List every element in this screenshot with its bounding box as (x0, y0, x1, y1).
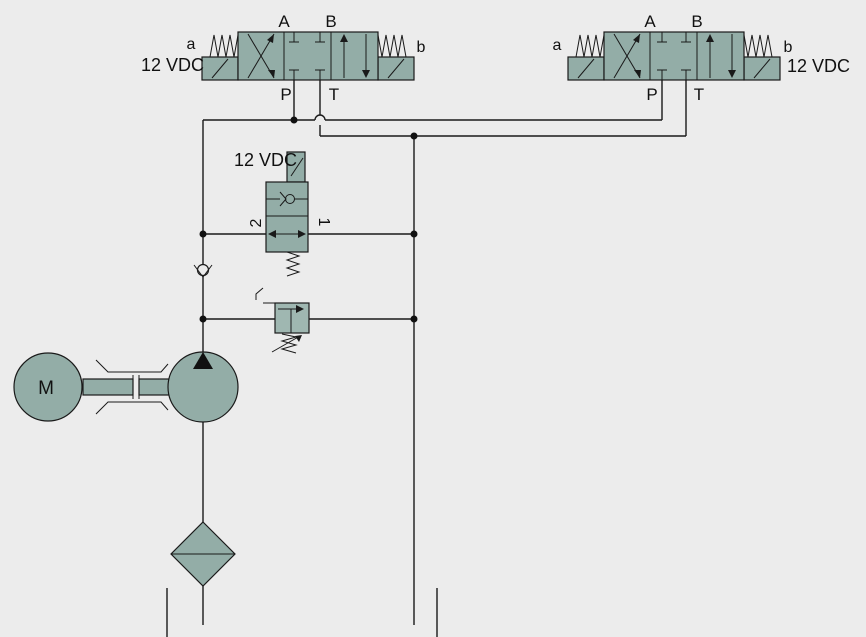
valve-left-port-a: A (278, 12, 290, 31)
valve-left-voltage: 12 VDC (141, 55, 204, 75)
coupling (82, 359, 170, 415)
valve-right-voltage: 12 VDC (787, 56, 850, 76)
unload-valve-position-1: 1 (315, 218, 332, 227)
hydraulic-pump (167, 351, 239, 423)
valve-left-solenoid-a: a (187, 36, 196, 53)
motor (13, 352, 83, 422)
check-valve (193, 263, 213, 278)
valve-left-port-t: T (329, 85, 339, 104)
valve-right-port-a: A (644, 12, 656, 31)
unload-valve (265, 151, 309, 277)
valve-right-port-b: B (691, 12, 702, 31)
valve-right-solenoid-a: a (553, 37, 562, 54)
valve-right-port-t: T (694, 85, 704, 104)
motor-label: M (38, 378, 54, 399)
valve-left-port-p: P (280, 85, 291, 104)
directional-valve-right (567, 31, 781, 81)
pressure-relief-valve (255, 287, 310, 354)
unload-valve-voltage: 12 VDC (234, 150, 297, 170)
directional-valve-left (201, 31, 415, 81)
valve-right-port-p: P (646, 85, 657, 104)
valve-right-solenoid-b: b (784, 39, 793, 56)
valve-left-port-b: B (325, 12, 336, 31)
labels: A B P T a b 12 VDC A B P T a b 12 VDC 12… (38, 12, 850, 399)
valve-left-solenoid-b: b (417, 39, 426, 56)
filter (170, 521, 236, 587)
unload-valve-position-2: 2 (248, 218, 265, 227)
junction-dots (199, 116, 418, 323)
